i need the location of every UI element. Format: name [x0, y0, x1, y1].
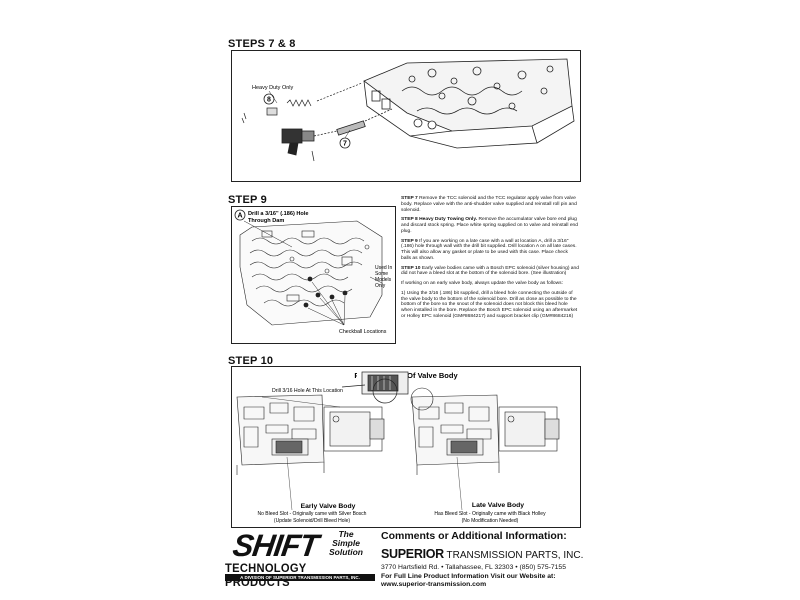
instructions-text: STEP 7 Remove the TCC solenoid and the T… [401, 196, 579, 324]
drill-text-1: Drill a 3/16" (.186) Hole [248, 211, 308, 217]
drill-location-label: Drill 3/16 Hole At This Location [272, 388, 343, 394]
early-line2: (Update Solenoid/Drill Bleed Hole) [274, 518, 350, 524]
callout-8-circle [263, 93, 275, 105]
used-in-3: Models [375, 277, 392, 283]
callout-a-circle [234, 209, 246, 221]
early-valve-body [236, 394, 385, 475]
late-valve-body [410, 387, 560, 475]
instr-early-step1: 1) Using the 3/16 (.186) bit supplied, d… [401, 290, 578, 319]
checkballs [303, 276, 348, 308]
instr-step10: STEP 10 Early valve bodies came with a B… [401, 265, 579, 277]
used-in-4: Only [375, 283, 386, 289]
instr-early-intro: If working on an early valve body, alway… [401, 281, 563, 286]
used-in-1: Used In [375, 265, 392, 271]
used-in-2: Some [375, 271, 388, 277]
late-title: Late Valve Body [472, 502, 524, 509]
early-line1: No Bleed Slot - Originally came with Sil… [258, 511, 367, 517]
valve-body-block [363, 58, 575, 149]
shift-technology-logo: SHIFT The Simple Solution TECHNOLOGY PRO… [225, 528, 375, 589]
tcc-solenoid [281, 108, 393, 156]
division-bar: A DIVISION OF SUPERIOR TRANSMISSION PART… [225, 574, 375, 581]
magnified-inset [341, 367, 409, 404]
step-9-heading: STEP 9 [228, 194, 267, 206]
company-address: 3770 Hartsfield Rd. • Tallahassee, FL 32… [381, 564, 566, 571]
instr-step7: STEP 7 Remove the TCC solenoid and the T… [401, 196, 577, 213]
callout-8: 8 [267, 97, 271, 104]
instr-step9: STEP 9 If you are working on a late case… [401, 238, 577, 261]
step-9-panel: A Drill a 3/16" (.186) Hole Through Dam … [231, 206, 396, 344]
valve-body-exploded-illustration: 8 Heavy Duty Only 7 [241, 58, 575, 162]
early-title: Early Valve Body [301, 503, 356, 510]
case-passage-illustration: A Drill a 3/16" (.186) Hole Through Dam … [234, 209, 392, 335]
company-name: SUPERIOR TRANSMISSION PARTS, INC. [381, 547, 584, 561]
steps-7-8-heading: STEPS 7 & 8 [228, 38, 296, 50]
late-line1: Has Bleed Slot - Originally came with Bl… [434, 511, 546, 517]
website-link[interactable]: www.superior-transmission.com [381, 581, 487, 588]
shift-tagline: The Simple Solution [329, 529, 363, 557]
callout-7: 7 [343, 141, 347, 148]
heavy-duty-label: Heavy Duty Only [252, 85, 294, 91]
step-10-panel: Pan Side View Of Valve Body Drill 3/16 H… [231, 366, 581, 528]
shift-word: SHIFT [230, 528, 321, 563]
late-line2: (No Modification Needed) [462, 518, 519, 524]
checkball-label: Checkball Locations [339, 329, 387, 335]
step-10-heading: STEP 10 [228, 355, 274, 367]
callout-a: A [237, 213, 242, 220]
pan-side-view-illustration: Pan Side View Of Valve Body Drill 3/16 H… [236, 367, 560, 524]
accumulator-spring [241, 82, 363, 124]
comments-title: Comments or Additional Information: [381, 530, 567, 542]
steps-7-8-panel: 8 Heavy Duty Only 7 [231, 50, 581, 182]
drill-text-2: Through Dam [248, 218, 284, 224]
company-info: Comments or Additional Information: SUPE… [381, 530, 584, 588]
full-line-info: For Full Line Product Information Visit … [381, 573, 556, 580]
instr-step8: STEP 8 Heavy Duty Towing Only. Remove th… [401, 217, 578, 234]
